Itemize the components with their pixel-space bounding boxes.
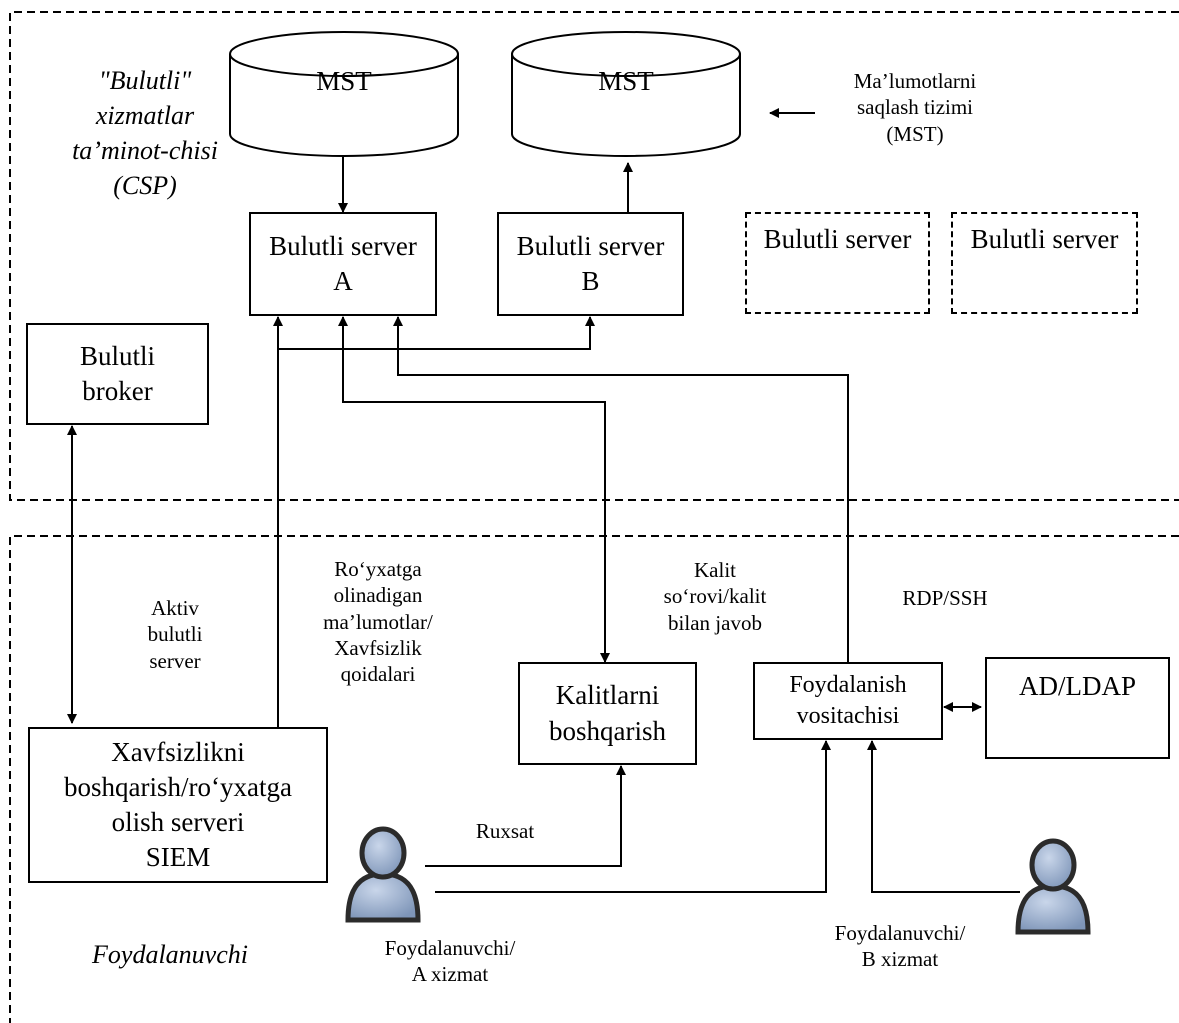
- user-b-icon: [1015, 838, 1091, 935]
- key-management: Kalitlarni boshqarish: [518, 662, 697, 765]
- active-server-label: Aktiv bulutli server: [147, 596, 203, 673]
- key-mgmt-server-a-line: [338, 316, 610, 663]
- user-a-to-key-mgmt-line: [425, 765, 626, 867]
- rdp-ssh-line: [393, 316, 849, 662]
- mst-left-label: MST: [316, 66, 372, 96]
- cloud-server-c: Bulutli server: [745, 212, 930, 314]
- rdp-ssh-label: RDP/SSH: [902, 586, 988, 610]
- mst-cylinder-right: MST: [510, 30, 742, 160]
- user-a-label: Foydalanuvchi/ A xizmat: [384, 936, 516, 987]
- user-b-label: Foydalanuvchi/ B xizmat: [834, 921, 966, 972]
- cloud-server-a: Bulutli server A: [249, 212, 437, 316]
- logging-data-label: Ro‘yxatga olinadigan ma’lumotlar/ Xavfsi…: [323, 557, 433, 686]
- user-region-label: Foydalanuvchi: [92, 940, 248, 969]
- ad-ldap-box: AD/LDAP: [985, 657, 1170, 759]
- user-a-to-access-broker-line: [435, 740, 831, 893]
- siem-to-server-b-line: [278, 316, 595, 350]
- cloud-server-b: Bulutli server B: [497, 212, 684, 316]
- mst-cylinder-left: MST: [228, 30, 460, 160]
- mst-legend-label: Ma’lumotlarni saqlash tizimi (MST): [853, 69, 977, 146]
- siem-server: Xavfsizlikni boshqarish/ro‘yxatga olish …: [28, 727, 328, 883]
- permission-label: Ruxsat: [475, 819, 535, 843]
- csp-region-label: "Bulutli" xizmatlar ta’minot-chisi (CSP): [72, 66, 218, 201]
- key-request-label: Kalit so‘rovi/kalit bilan javob: [663, 558, 767, 635]
- access-broker: Foydalanish vositachisi: [753, 662, 943, 740]
- cloud-broker: Bulutli broker: [26, 323, 209, 425]
- mst-right-label: MST: [598, 66, 654, 96]
- cloud-server-d: Bulutli server: [951, 212, 1138, 314]
- user-a-icon: [345, 826, 421, 923]
- user-b-to-access-broker-line: [867, 740, 1020, 893]
